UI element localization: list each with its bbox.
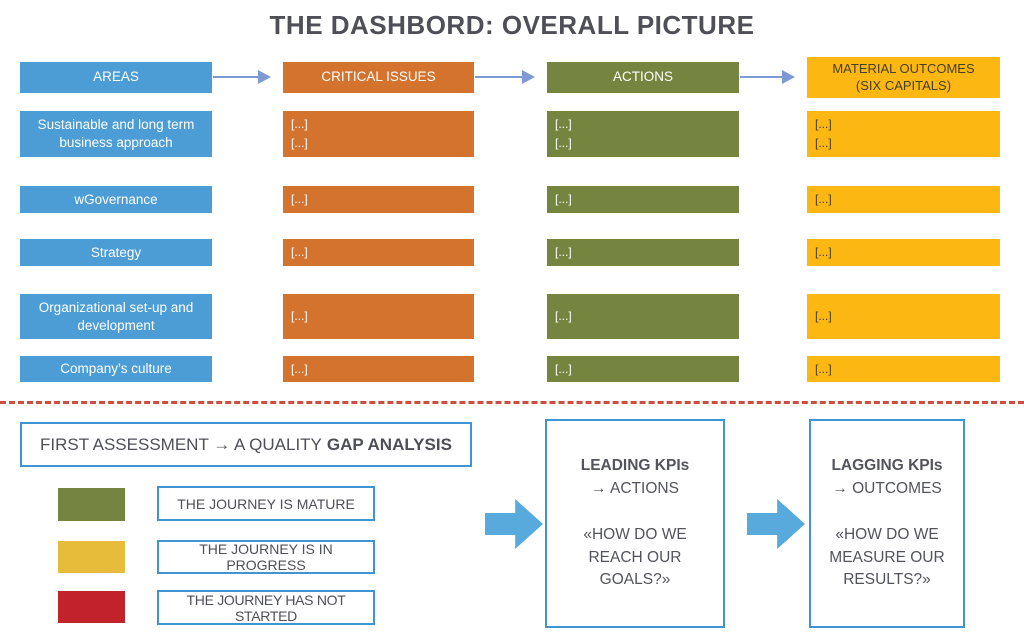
- material-outcomes-cell: [...]: [807, 239, 1000, 266]
- column-header-areas: AREAS: [20, 62, 212, 93]
- area-row-label: Sustainable and long term business appro…: [20, 111, 212, 157]
- kpi-question: «HOW DO WE MEASURE OUR RESULTS?»: [829, 526, 945, 589]
- actions-cell: [...]: [547, 294, 739, 339]
- actions-cell: [...]: [547, 186, 739, 213]
- block-arrow-icon: [485, 499, 543, 549]
- legend-swatch-in-progress: [58, 541, 125, 573]
- block-arrow-icon: [747, 499, 805, 549]
- kpi-title: LEADING KPIs: [580, 457, 690, 475]
- area-row-label: Organizational set-up and development: [20, 294, 212, 339]
- critical-issues-cell: [...]: [283, 294, 474, 339]
- kpi-box-leading: LEADING KPIs → ACTIONS «HOW DO WE REACH …: [545, 419, 725, 628]
- legend-swatch-mature: [58, 488, 125, 521]
- actions-cell: [...]: [547, 239, 739, 266]
- gap-analysis-box: FIRST ASSESSMENT → A QUALITY GAP ANALYSI…: [20, 422, 472, 467]
- legend-label-not-started: THE JOURNEY HAS NOT STARTED: [157, 590, 375, 625]
- column-header-actions: ACTIONS: [547, 62, 739, 93]
- area-row-label: Company’s culture: [20, 356, 212, 382]
- flow-arrow-icon: [740, 70, 795, 84]
- kpi-subtitle: → ACTIONS: [591, 479, 679, 497]
- kpi-question: «HOW DO WE REACH OUR GOALS?»: [583, 526, 687, 589]
- area-row-label: wGovernance: [20, 186, 212, 213]
- page-title: THE DASHBORD: OVERALL PICTURE: [269, 10, 755, 40]
- kpi-title: LAGGING KPIs: [831, 457, 943, 475]
- critical-issues-cell: [...] [...]: [283, 111, 474, 157]
- material-outcomes-cell: [...]: [807, 356, 1000, 382]
- area-row-label: Strategy: [20, 239, 212, 266]
- gap-analysis-bold-text: GAP ANALYSIS: [326, 434, 452, 454]
- legend-swatch-not-started: [58, 591, 125, 623]
- actions-cell: [...]: [547, 356, 739, 382]
- gap-analysis-text: FIRST ASSESSMENT → A QUALITY: [40, 434, 322, 454]
- kpi-subtitle: → OUTCOMES: [832, 479, 942, 497]
- column-header-material-outcomes: MATERIAL OUTCOMES (SIX CAPITALS): [807, 57, 1000, 98]
- material-outcomes-cell: [...]: [807, 186, 1000, 213]
- column-header-critical-issues: CRITICAL ISSUES: [283, 62, 474, 93]
- flow-arrow-icon: [213, 70, 271, 84]
- flow-arrow-icon: [475, 70, 535, 84]
- legend-label-mature: THE JOURNEY IS MATURE: [157, 486, 375, 521]
- dashed-divider-line: [0, 401, 1024, 404]
- critical-issues-cell: [...]: [283, 356, 474, 382]
- material-outcomes-cell: [...]: [807, 294, 1000, 339]
- kpi-box-lagging: LAGGING KPIs → OUTCOMES «HOW DO WE MEASU…: [809, 419, 965, 628]
- material-outcomes-cell: [...] [...]: [807, 111, 1000, 157]
- legend-label-in-progress: THE JOURNEY IS IN PROGRESS: [157, 540, 375, 574]
- critical-issues-cell: [...]: [283, 239, 474, 266]
- critical-issues-cell: [...]: [283, 186, 474, 213]
- actions-cell: [...] [...]: [547, 111, 739, 157]
